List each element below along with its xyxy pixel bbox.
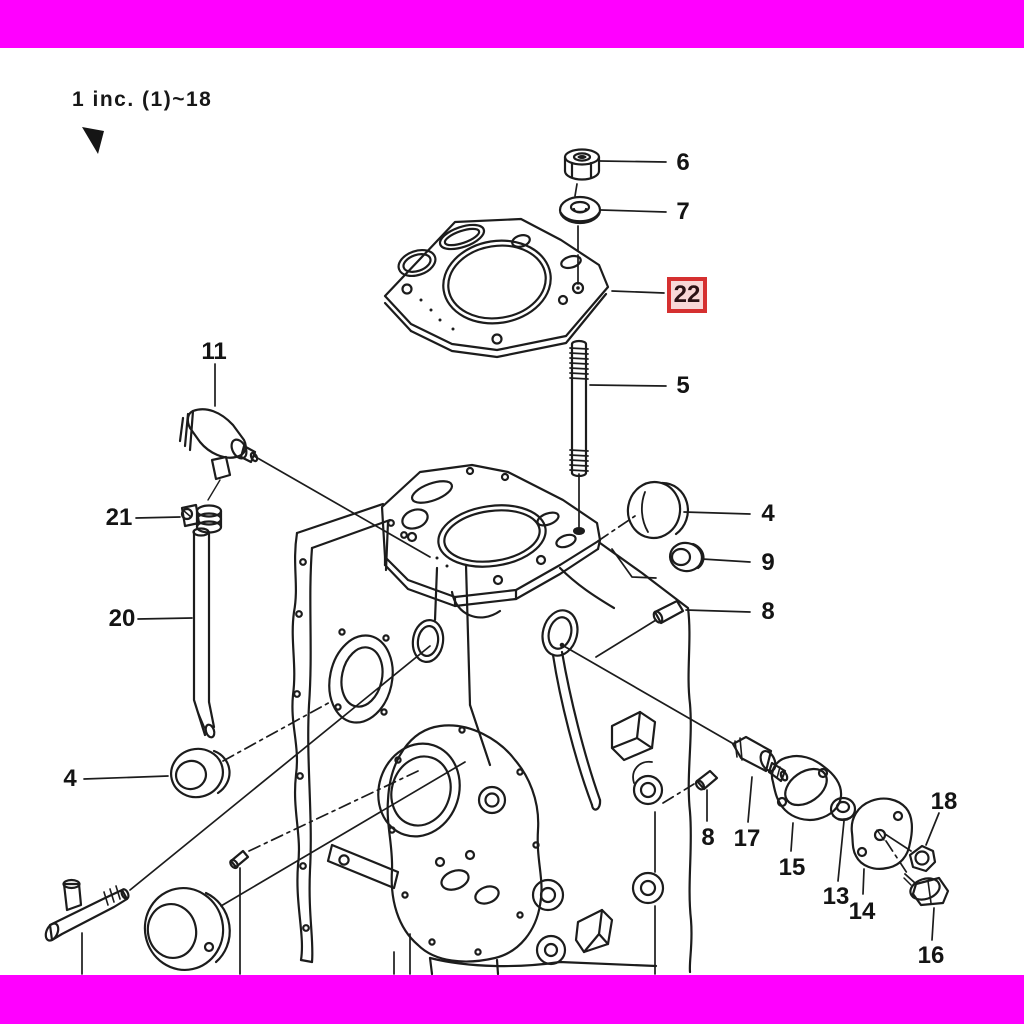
bottom-border-bar <box>0 975 1024 1024</box>
pin-part-8-lower <box>694 769 719 791</box>
pointer-triangle-icon <box>82 127 104 154</box>
bushing-part-4-left <box>170 747 231 799</box>
breather-pipe <box>44 878 130 942</box>
highlighted-part-number-22[interactable]: 22 <box>667 277 707 313</box>
plug-part-9 <box>668 541 705 573</box>
engine-block <box>291 463 693 976</box>
washer-part-7 <box>558 195 602 225</box>
top-border-bar <box>0 0 1024 48</box>
gasket-part-15 <box>770 754 843 822</box>
crank-bushing <box>143 886 231 972</box>
pin-lower-left <box>229 849 250 870</box>
clamp-part-21 <box>180 503 223 534</box>
pin-part-8-right <box>652 599 685 625</box>
nut-part-18 <box>908 844 937 873</box>
cap-part-4-right <box>626 480 689 540</box>
figure-note: 1 inc. (1)~18 <box>72 88 213 111</box>
nut-part-6 <box>563 148 601 181</box>
tube-part-20 <box>192 527 216 739</box>
fitting-part-11 <box>178 408 259 501</box>
leader-lines <box>81 160 940 975</box>
stud-part-5 <box>569 339 589 535</box>
bolt-part-16 <box>903 873 950 907</box>
cover-plate-part-14 <box>850 797 913 870</box>
nut-part-13 <box>829 796 857 822</box>
head-gasket-part-22 <box>383 217 610 359</box>
